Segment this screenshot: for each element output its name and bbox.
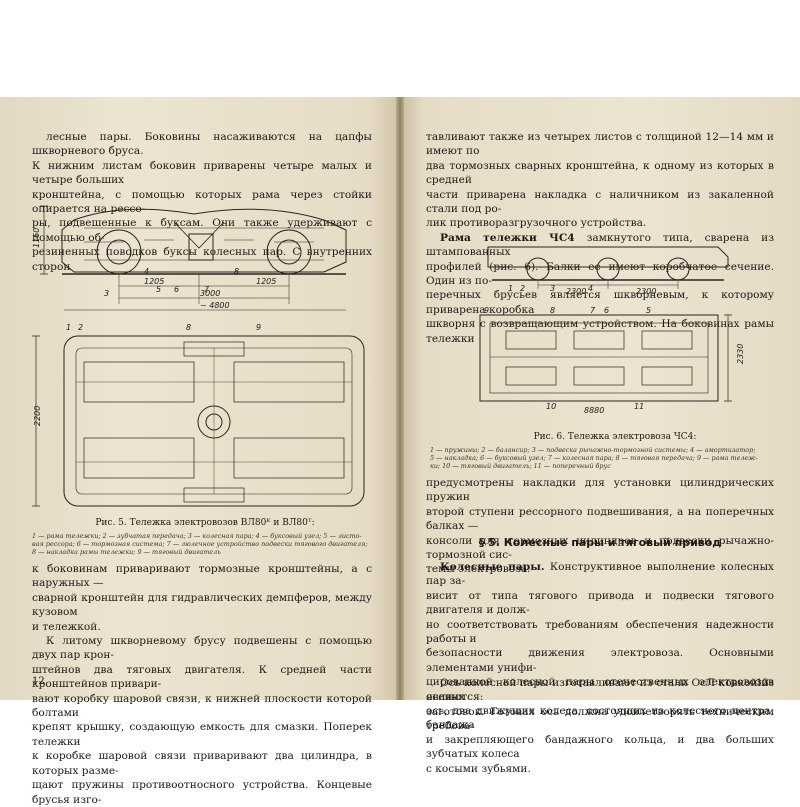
fig5-plan-width-dim: 2200 [33, 406, 42, 426]
text-line: щают пружины противоотносного устройства… [32, 779, 372, 806]
right-bottom-paragraph: Колесные пары. Конструктивное выполнение… [426, 560, 774, 776]
fig5-caption: Рис. 5. Тележка электровозов ВЛ80ᴷ и ВЛ8… [95, 518, 315, 528]
fig6-legend: 1 — пружины; 2 — балансир; 3 — подвеска … [430, 446, 778, 470]
text-line: Ось колесной пары изготавливают из стали… [426, 677, 774, 704]
section-title: § 5. Колесные пары и тяговый привод [478, 536, 722, 549]
text-line: с косыми зубьями. [426, 762, 531, 775]
fig5-label: 3 [104, 289, 109, 298]
fig5-plan-view: 2200 1 2 8 9 [32, 323, 365, 507]
fig5-plan-label: 9 [256, 323, 261, 332]
text-line: ры, подвешенные к буксам. Они также удер… [32, 217, 372, 244]
right-top-paragraph: тавливают также из четырех листов с толщ… [426, 130, 774, 346]
text-line: вают коробку шаровой связи, к нижней пло… [32, 692, 372, 720]
fig5-label: 5 [156, 285, 161, 294]
text-line: лик противоразгрузочного устройства. [426, 217, 647, 230]
cs4-text: замкнутого типа, сварена из штампованных [426, 231, 775, 259]
cs4-lead: Рама тележки ЧС4 [440, 231, 575, 244]
fig6-label: 3 [550, 284, 555, 293]
legend-line: вая рессора; 6 — тормозная система; 7 — … [32, 540, 368, 548]
fig5-side-view: 1160 1205 1205 3000 ~ 4800 3 4 5 6 7 8 [32, 205, 347, 311]
text-line: К нижним листам боковин приварены четыре… [32, 159, 372, 187]
fig5-dim-total: ~ 4800 [200, 301, 230, 310]
text-line: к боковинам приваривают тормозные кроншт… [32, 563, 372, 590]
text-line: консоли для тормозных цилиндров и подвес… [426, 534, 774, 562]
text-line: второй ступени рессорного подвешивания, … [426, 505, 774, 533]
fig6-dim-a: 2300 [566, 287, 586, 296]
fig6-plan-view: 2330 8880 9 8 7 6 5 10 11 [479, 306, 745, 415]
text-line: заготовок. Готовая ось должна удовлетвор… [426, 705, 774, 733]
text-line: к коробке шаровой связи приваривают два … [32, 750, 372, 777]
left-top-paragraph: лесные пары. Боковины насаживаются на ца… [32, 130, 372, 274]
text-line: и закрепляющего бандажного кольца, и два… [426, 733, 774, 761]
text-line: тавливают также из четырех листов с толщ… [426, 131, 774, 158]
text-line: висит от типа тягового привода и подвеск… [426, 589, 774, 617]
fig5-label: 7 [204, 285, 210, 294]
fig5-dim-a: 1205 [144, 277, 164, 286]
page-number-left: 12 [32, 676, 45, 687]
fig5-height-dim: 1160 [32, 228, 41, 248]
text-line: предусмотрены накладки для установки цил… [426, 477, 774, 504]
right-page [400, 97, 800, 700]
fig5-dim-c: 3000 [200, 289, 220, 298]
fig5-legend: 1 — рама тележки; 2 — зубчатая передача;… [32, 532, 377, 556]
right-mid-paragraph: предусмотрены накладки для установки цил… [426, 476, 774, 577]
text-line: ось, два движущих колеса, состоящих из к… [426, 705, 774, 732]
text-line: и тележкой. [32, 620, 101, 633]
fig6-plan-label: 11 [634, 402, 644, 411]
fig6-plan-label: 9 [484, 306, 489, 315]
text-line: перечных брусьев является шкворневым, к … [426, 289, 774, 316]
right-axle-paragraph: Ось колесной пары изготавливают из стали… [426, 676, 774, 734]
text-line: лесные пары. Боковины насаживаются на ца… [32, 131, 372, 158]
fig6-plan-label: 10 [546, 402, 556, 411]
text-line: К литому шкворневому брусу подвешены с п… [32, 635, 372, 662]
fig6-length-dim: 8880 [584, 406, 604, 415]
fig5-label: 6 [174, 285, 179, 294]
book-gutter [396, 97, 404, 700]
fig5-plan-label: 1 [66, 323, 71, 332]
page-number-right: 13 [756, 678, 769, 689]
left-page [0, 97, 400, 700]
text-line: штейнов два тяговых двигателя. К средней… [32, 663, 372, 691]
fig6-plan-label: 8 [550, 306, 555, 315]
fig6-dim-b: 2300 [636, 287, 656, 296]
fig6-side-view: 2300 2300 1 2 3 4 [487, 246, 729, 296]
fig6-label: 1 [508, 284, 513, 293]
fig5-plan-label: 8 [186, 323, 191, 332]
fig6-label: 2 [520, 284, 525, 293]
legend-line: 5 — накладка; 6 — буксовый узел; 7 — кол… [430, 454, 758, 462]
wheel-lead: Колесные пары. [440, 561, 545, 573]
text-line: но соответствовать требованиям обеспечен… [426, 618, 774, 646]
text-line: крепят крышку, создающую емкость для сма… [32, 721, 372, 748]
legend-line: ки; 10 — тяговый двигатель; 11 — попереч… [430, 462, 611, 470]
text-line: темы электровоза. [426, 563, 531, 576]
fig6-caption: Рис. 6. Тележка электровоза ЧС4: [533, 432, 697, 442]
text-line: Колесные пары. Конструктивное выполнение… [426, 560, 774, 589]
fig6-plan-label: 7 [590, 306, 596, 315]
fig5-label: 8 [234, 267, 239, 276]
text-line: части приварена накладка с наличником из… [426, 188, 774, 216]
left-bottom-paragraph: к боковинам приваривают тормозные кроншт… [32, 562, 372, 807]
fig5-label: 4 [144, 267, 149, 276]
fig6-plan-label: 6 [604, 306, 609, 315]
legend-line: 1 — рама тележки; 2 — зубчатая передача;… [32, 532, 362, 540]
text-line: кронштейна, с помощью которых рама через… [32, 188, 372, 216]
wheel-text: Конструктивное выполнение колесных пар з… [426, 561, 774, 588]
legend-line: 1 — пружины; 2 — балансир; 3 — подвеска … [430, 446, 756, 454]
fig5-plan-label: 2 [78, 323, 83, 332]
text-line: цированной колесной пары отечественных э… [426, 676, 774, 703]
text-line: шкворня с возвращающим устройством. На б… [426, 318, 774, 345]
fig6-height-dim: 2330 [736, 344, 745, 364]
legend-line: 8 — накладка рамы тележки; 9 — тяговый д… [32, 548, 221, 556]
fig6-plan-label: 5 [646, 306, 651, 315]
text-line: сварной кронштейн для гидравлических дем… [32, 591, 372, 619]
fig6-label: 4 [588, 284, 593, 293]
text-line: резиненных поводков буксы колесных пар. … [32, 246, 372, 273]
text-line: два тормозных сварных кронштейна, к одно… [426, 159, 774, 187]
text-line: безопасности движения электровоза. Основ… [426, 647, 774, 674]
fig5-dim-b: 1205 [256, 277, 276, 286]
text-line: Рама тележки ЧС4 замкнутого типа, сварен… [426, 231, 774, 260]
